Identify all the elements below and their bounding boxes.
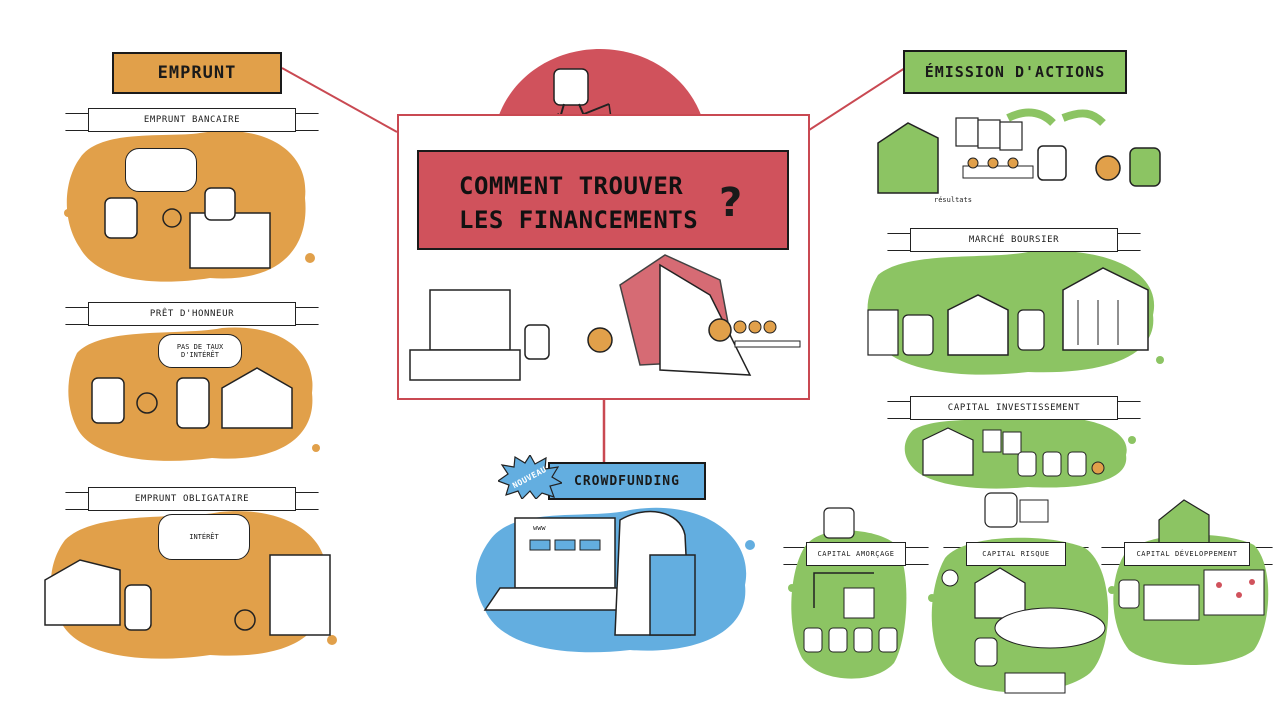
emission-banner: ÉMISSION D'ACTIONS	[903, 50, 1127, 94]
crowdfunding-title: CROWDFUNDING	[574, 473, 680, 489]
emission-title: ÉMISSION D'ACTIONS	[924, 63, 1106, 81]
emprunt-bancaire-blob	[64, 130, 315, 282]
ribbon-emprunt-bancaire: EMPRUNT BANCAIRE	[88, 108, 296, 132]
emprunt-obligataire-bubble: INTÉRÊT	[158, 514, 250, 560]
ribbon-label: CAPITAL INVESTISSEMENT	[947, 403, 1081, 413]
crowdfunding-blob	[475, 507, 755, 653]
pret-honneur-blob	[68, 327, 320, 461]
center-title-box: COMMENT TROUVER LES FINANCEMENTS ?	[417, 150, 789, 250]
ribbon-label: CAPITAL DÉVELOPPEMENT	[1136, 550, 1238, 558]
ribbon-label: PRÊT D'HONNEUR	[149, 309, 235, 319]
ribbon-label: EMPRUNT OBLIGATAIRE	[134, 494, 250, 504]
emprunt-title: EMPRUNT	[157, 63, 237, 83]
center-question-mark: ?	[719, 180, 743, 226]
emission-top-caption: résultats	[934, 196, 972, 204]
ribbon-capital-developpement: CAPITAL DÉVELOPPEMENT	[1124, 542, 1250, 566]
ribbon-label: MARCHÉ BOURSIER	[968, 235, 1060, 245]
center-title-line2: LES FINANCEMENTS	[459, 206, 699, 234]
emprunt-bancaire-bubble	[125, 148, 197, 192]
crowdfunding-banner: CROWDFUNDING	[548, 462, 706, 500]
ribbon-capital-investissement: CAPITAL INVESTISSEMENT	[910, 396, 1118, 420]
ribbon-label: CAPITAL RISQUE	[982, 550, 1050, 558]
emprunt-obligataire-bubble-text: INTÉRÊT	[189, 533, 219, 541]
center-title-line1: COMMENT TROUVER	[459, 172, 684, 200]
emprunt-banner: EMPRUNT	[112, 52, 282, 94]
ribbon-label: CAPITAL AMORÇAGE	[817, 550, 895, 558]
emission-top-illustration	[877, 108, 1161, 194]
capital-amorcage-blob	[788, 507, 907, 679]
ribbon-marche-boursier: MARCHÉ BOURSIER	[910, 228, 1118, 252]
capital-developpement-blob	[1108, 499, 1269, 665]
emprunt-obligataire-blob	[44, 511, 337, 659]
pret-honneur-bubble-text: PAS DE TAUX D'INTÉRÊT	[176, 343, 224, 359]
center-illustration	[409, 254, 801, 381]
capital-investissement-blob	[904, 416, 1136, 489]
crowdfunding-screen-label: www	[533, 524, 546, 532]
ribbon-capital-risque: CAPITAL RISQUE	[966, 542, 1066, 566]
nouveau-badge: NOUVEAU	[498, 455, 562, 499]
ribbon-label: EMPRUNT BANCAIRE	[143, 115, 241, 125]
pret-honneur-bubble: PAS DE TAUX D'INTÉRÊT	[158, 334, 242, 368]
ribbon-capital-amorcage: CAPITAL AMORÇAGE	[806, 542, 906, 566]
starburst-icon	[498, 455, 562, 499]
ribbon-emprunt-obligataire: EMPRUNT OBLIGATAIRE	[88, 487, 296, 511]
capital-risque-blob	[928, 492, 1109, 694]
marche-boursier-blob	[867, 250, 1164, 375]
ribbon-pret-honneur: PRÊT D'HONNEUR	[88, 302, 296, 326]
